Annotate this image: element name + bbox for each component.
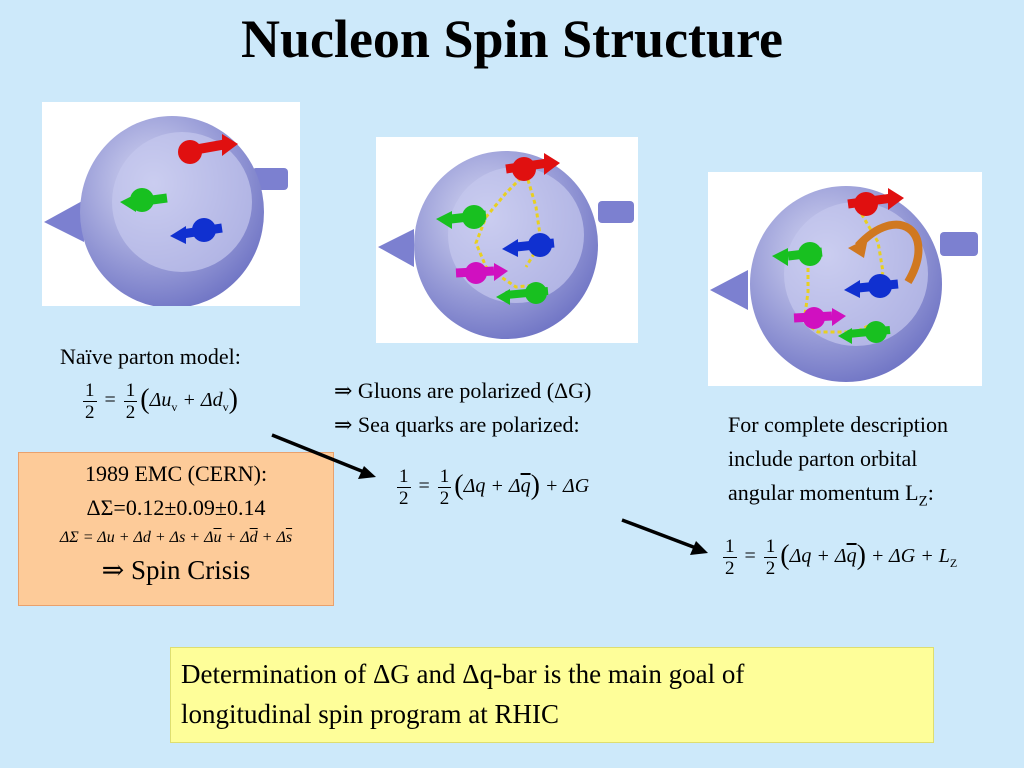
complete-desc-line-2: include parton orbital <box>728 446 918 471</box>
complete-desc-line-1: For complete description <box>728 412 948 437</box>
complete-desc-line-3: angular momentum LZ: <box>728 480 934 510</box>
slide-title: Nucleon Spin Structure <box>240 9 784 69</box>
emc-sum-equation: ΔΣ = Δu + Δd + Δs + Δu + Δd + Δs <box>59 529 293 546</box>
goal-line-2: longitudinal spin program at RHIC <box>181 699 559 729</box>
rhic-goal-box: Determination of ΔG and Δq-bar is the ma… <box>170 647 934 743</box>
goal-line-1: Determination of ΔG and Δq-bar is the ma… <box>181 659 745 689</box>
nucleon-image-orbital <box>708 172 982 386</box>
arrow-sea-to-full <box>621 518 708 555</box>
sea-quarks-polarized-text: ⇒ Sea quarks are polarized: <box>334 412 580 437</box>
spin-crisis-label: ⇒ Spin Crisis <box>101 555 251 585</box>
gluons-polarized-text: ⇒ Gluons are polarized (ΔG) <box>334 378 592 403</box>
nucleon-gluons-illustration <box>378 151 634 339</box>
nucleon-image-gluons <box>376 137 638 343</box>
arrow-naive-to-sea <box>271 433 376 479</box>
emc-line-2: ΔΣ=0.12±0.09±0.14 <box>86 495 266 520</box>
emc-line-1: 1989 EMC (CERN): <box>84 461 268 486</box>
naive-model-label: Naïve parton model: <box>60 344 241 369</box>
emc-result-box: 1989 EMC (CERN): ΔΣ=0.12±0.09±0.14 ΔΣ = … <box>18 452 334 606</box>
nucleon-image-naive <box>42 102 300 308</box>
nucleon-orbital-illustration <box>710 186 978 382</box>
nucleon-naive-illustration <box>44 116 288 308</box>
